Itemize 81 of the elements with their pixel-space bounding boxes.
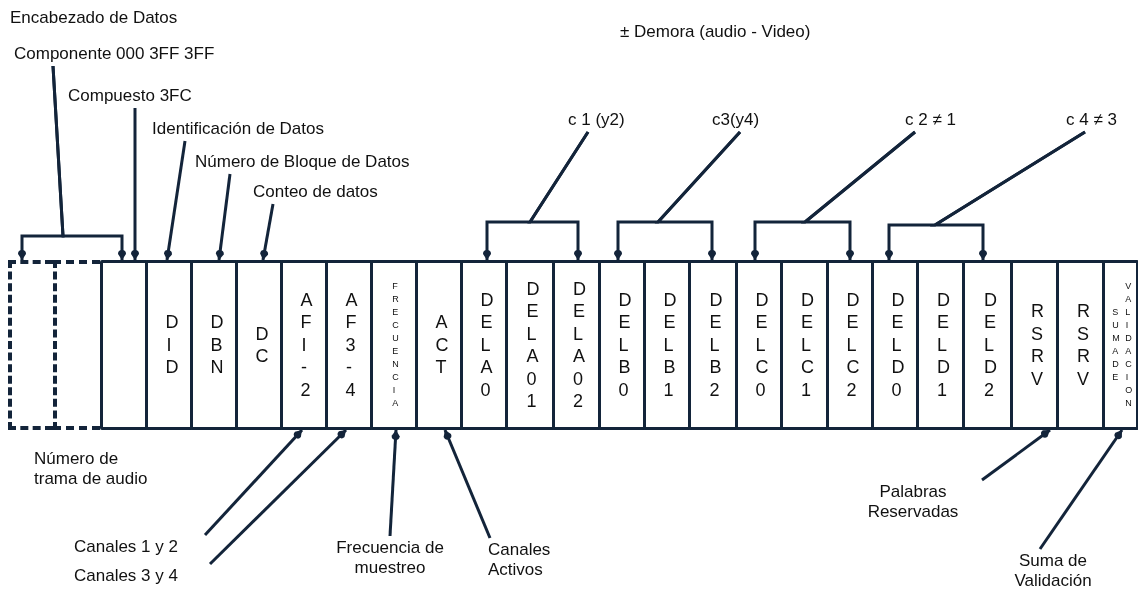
data-word-cell [871,260,919,430]
data-word-cell [235,260,283,430]
callout-label: Suma de Validación [998,551,1108,591]
cell-label: FRECUENCIA [392,279,402,411]
callout-label: c3(y4) [712,110,760,130]
cell-label: ACT [435,311,454,379]
callout-label: c 1 (y2) [568,110,625,130]
cell-label: AF3-4 [345,288,364,402]
data-word-cell [962,260,1013,430]
cell-label: DBN [210,311,229,379]
data-word-cell [552,260,601,430]
data-word-cell [826,260,874,430]
cell-label: DELD1 [936,288,955,402]
cell-label: DELC1 [800,288,819,402]
cell-label: DELD2 [983,288,1002,402]
data-word-cell [643,260,691,430]
cell-label: DID [165,311,184,379]
data-word-cell [1102,260,1138,430]
data-word-cell [780,260,829,430]
leader-line [527,131,590,260]
text-label: Número de trama de audio [34,449,149,489]
leader-line [388,429,400,537]
callout-label: Frecuencia de muestreo [320,538,460,578]
leader-line [800,130,916,260]
callout-label: Identificación de Datos [152,119,324,139]
cell-label: DELC0 [755,288,774,402]
data-word-cell [370,260,418,430]
cell-label: DELA01 [526,277,545,413]
leader-line [443,429,492,539]
data-word-cell [598,260,646,430]
callout-label: Componente 000 3FF 3FF [14,44,215,64]
callout-label: Palabras Reservadas [858,482,968,522]
data-word-cell [735,260,783,430]
data-word-cell [688,260,738,430]
data-word-cell [460,260,508,430]
leader-line [208,428,348,566]
callout-label: Número de Bloque de Datos [195,152,410,172]
data-word-cell [505,260,555,430]
cell-label: AFI-2 [300,288,319,402]
data-word-cell [145,260,193,430]
leader-line [260,203,275,261]
leader-line [163,140,187,261]
dashed-word-cell [8,260,53,430]
cell-label: RSRV [1030,300,1049,390]
cell-label: DELB2 [709,288,728,402]
callout-label: Canales 3 y 4 [74,566,178,586]
data-word-cell [100,260,148,430]
leader-line [51,65,126,260]
leader-line [1038,429,1124,550]
cell-label: DELC2 [846,288,865,402]
callout-label: c 2 ≠ 1 [905,110,956,130]
data-word-cell [1010,260,1059,430]
callout-label: Canales Activos [488,540,563,580]
leader-line [929,130,1086,260]
callout-label: Compuesto 3FC [68,86,192,106]
cell-label: DELA02 [572,277,591,413]
cell-label: DELA0 [480,288,499,402]
leader-line [654,131,742,260]
callout-label: Conteo de datos [253,182,378,202]
callout-label: c 4 ≠ 3 [1066,110,1117,130]
callout-label: Canales 1 y 2 [74,537,178,557]
cell-label: DELB1 [663,288,682,402]
leader-line [203,429,304,536]
cell-label: VALIDACION [1125,279,1135,411]
dashed-word-cell [53,260,100,430]
heading-note: ± Demora (audio - Video) [620,22,811,42]
leader-line [981,428,1051,482]
cell-label: DELD0 [891,288,910,402]
cell-label: SUMA DE [1112,305,1122,385]
data-word-cell [415,260,463,430]
data-word-cell [1056,260,1105,430]
cell-label: DC [255,322,274,368]
data-word-cell [280,260,328,430]
cell-label: DELB0 [618,288,637,402]
data-word-cell [190,260,238,430]
leader-line [131,108,139,260]
cell-label: RSRV [1076,300,1095,390]
leader-line [215,173,232,261]
data-word-cell [325,260,373,430]
text-label: Encabezado de Datos [10,8,178,28]
data-word-cell [916,260,965,430]
